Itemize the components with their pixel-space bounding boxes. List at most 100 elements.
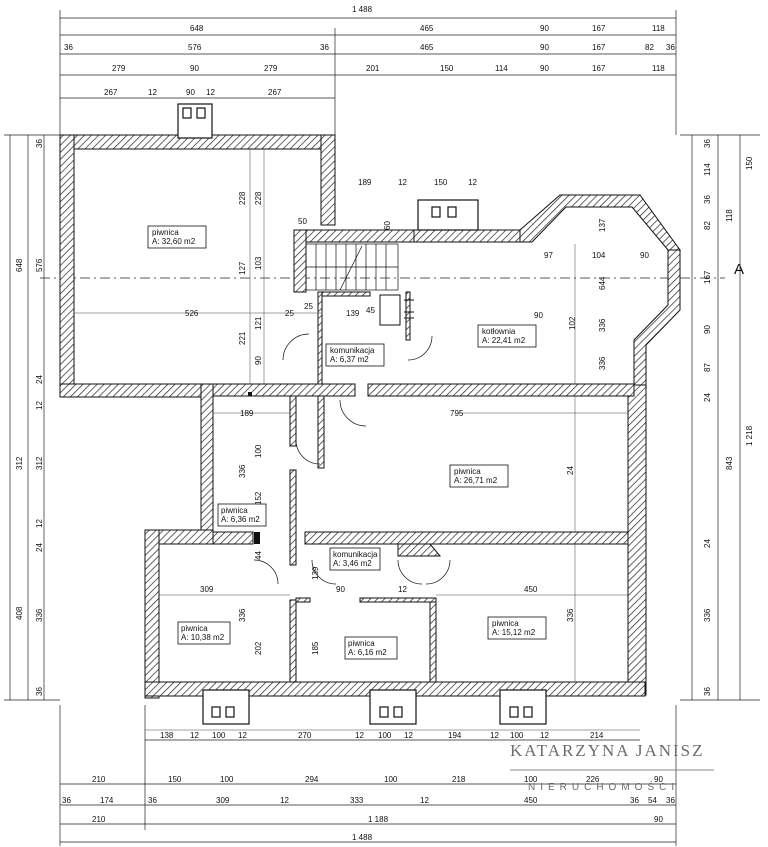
dim-label: 90 [654,775,663,784]
dim-label: 12 [420,796,429,805]
dim-label: 194 [448,731,462,740]
dim-label: 36 [62,796,71,805]
vent-arrows [379,294,414,326]
dim-label: 526 [185,309,199,318]
dim-label: 36 [35,139,44,148]
dim-label: 12 [280,796,289,805]
dim-label: 103 [254,256,263,270]
dim-label: 450 [524,585,538,594]
dim-label: 267 [268,88,282,97]
dim-label: 12 [190,731,199,740]
section-marker: A [734,261,744,278]
dim-label: 36 [666,43,675,52]
room-name: piwnica [152,228,179,237]
dim-label: 167 [592,64,606,73]
left-dimension-lines [4,134,60,701]
dim-label: 100 [524,775,538,784]
room-name: komunikacja [333,550,378,559]
dim-label: 174 [100,796,114,805]
dim-label: 100 [254,444,263,458]
dim-label: 1 188 [368,815,389,824]
dim-label: 843 [725,456,734,470]
dim-label: 465 [420,24,434,33]
dim-label: 100 [384,775,398,784]
dim-label: 25 [304,302,313,311]
dim-label: 36 [703,195,712,204]
dim-label: 90 [540,64,549,73]
dim-label: 210 [92,775,106,784]
dim-label: 189 [358,178,372,187]
dim-label: 90 [336,585,345,594]
dim-label: 25 [285,309,294,318]
dim-label: 12 [398,178,407,187]
dim-label: 137 [598,218,607,232]
dim-label: 36 [320,43,329,52]
dim-label: 139 [346,309,360,318]
window-wells [177,103,547,725]
left-dimension-texts: 648 312 408 36 576 24 12 312 12 24 336 3… [15,139,44,696]
dim-label: 210 [92,815,106,824]
dim-label: 50 [298,217,307,226]
room-area: A: 6,16 m2 [348,648,387,657]
dim-label: 221 [238,331,247,345]
dim-label: 82 [645,43,654,52]
dim-label: 118 [725,209,734,222]
dim-label: 90 [540,43,549,52]
dim-label: 36 [35,687,44,696]
room-area: A: 6,37 m2 [330,355,369,364]
dim-label: 336 [35,608,44,622]
dim-label: 1 218 [745,425,754,446]
dim-label: 189 [240,409,254,418]
pillars [248,392,260,544]
bottom-dimension-lines [59,705,677,846]
dim-label: 118 [652,24,665,33]
dim-label: 152 [254,491,263,505]
dim-label: 336 [598,356,607,370]
dim-label: 121 [254,316,263,330]
dim-label: 576 [188,43,202,52]
dim-label: 138 [160,731,174,740]
outer-walls [59,134,681,699]
dim-label: 279 [264,64,278,73]
dim-label: 87 [703,363,712,372]
dim-label: 150 [745,156,754,170]
dim-label: 465 [420,43,434,52]
dim-label: 36 [64,43,73,52]
room-name: komunikacja [330,346,375,355]
dim-label: 90 [186,88,195,97]
room-name: piwnica [492,619,519,628]
room-area: A: 3,46 m2 [333,559,372,568]
dim-label: 114 [495,64,508,73]
dim-label: 36 [148,796,157,805]
dim-label: 54 [648,796,657,805]
dim-label: 12 [404,731,413,740]
dim-label: 12 [468,178,477,187]
dim-label: 408 [15,606,24,620]
room-name: piwnica [348,639,375,648]
dim-label: 100 [220,775,234,784]
dim-label: 24 [566,466,575,475]
dim-label: 648 [190,24,204,33]
dim-label: 12 [148,88,157,97]
dim-label: 202 [254,641,263,655]
dim-label: 36 [703,687,712,696]
dim-label: 336 [238,608,247,622]
room-area: A: 10,38 m2 [181,633,225,642]
dim-label: 309 [200,585,214,594]
dim-label: 336 [598,318,607,332]
dim-label: 90 [190,64,199,73]
dim-label: 97 [544,251,553,260]
dim-label: 90 [254,356,263,365]
dim-label: 102 [568,316,577,330]
dim-label: 24 [703,539,712,548]
room-name: piwnica [181,624,208,633]
dim-label: 114 [703,163,712,176]
dim-label: 279 [112,64,126,73]
top-dimension-lines [59,10,677,135]
dim-label: 82 [703,221,712,230]
dim-label: 309 [216,796,230,805]
right-dimension-texts: 150 118 1 218 36 114 36 82 167 90 87 24 … [703,139,754,696]
dim-label: 294 [305,775,319,784]
bottom-dimension-texts: 138 12 100 12 270 12 100 12 194 12 100 1… [62,731,675,842]
dim-label: 100 [510,731,524,740]
